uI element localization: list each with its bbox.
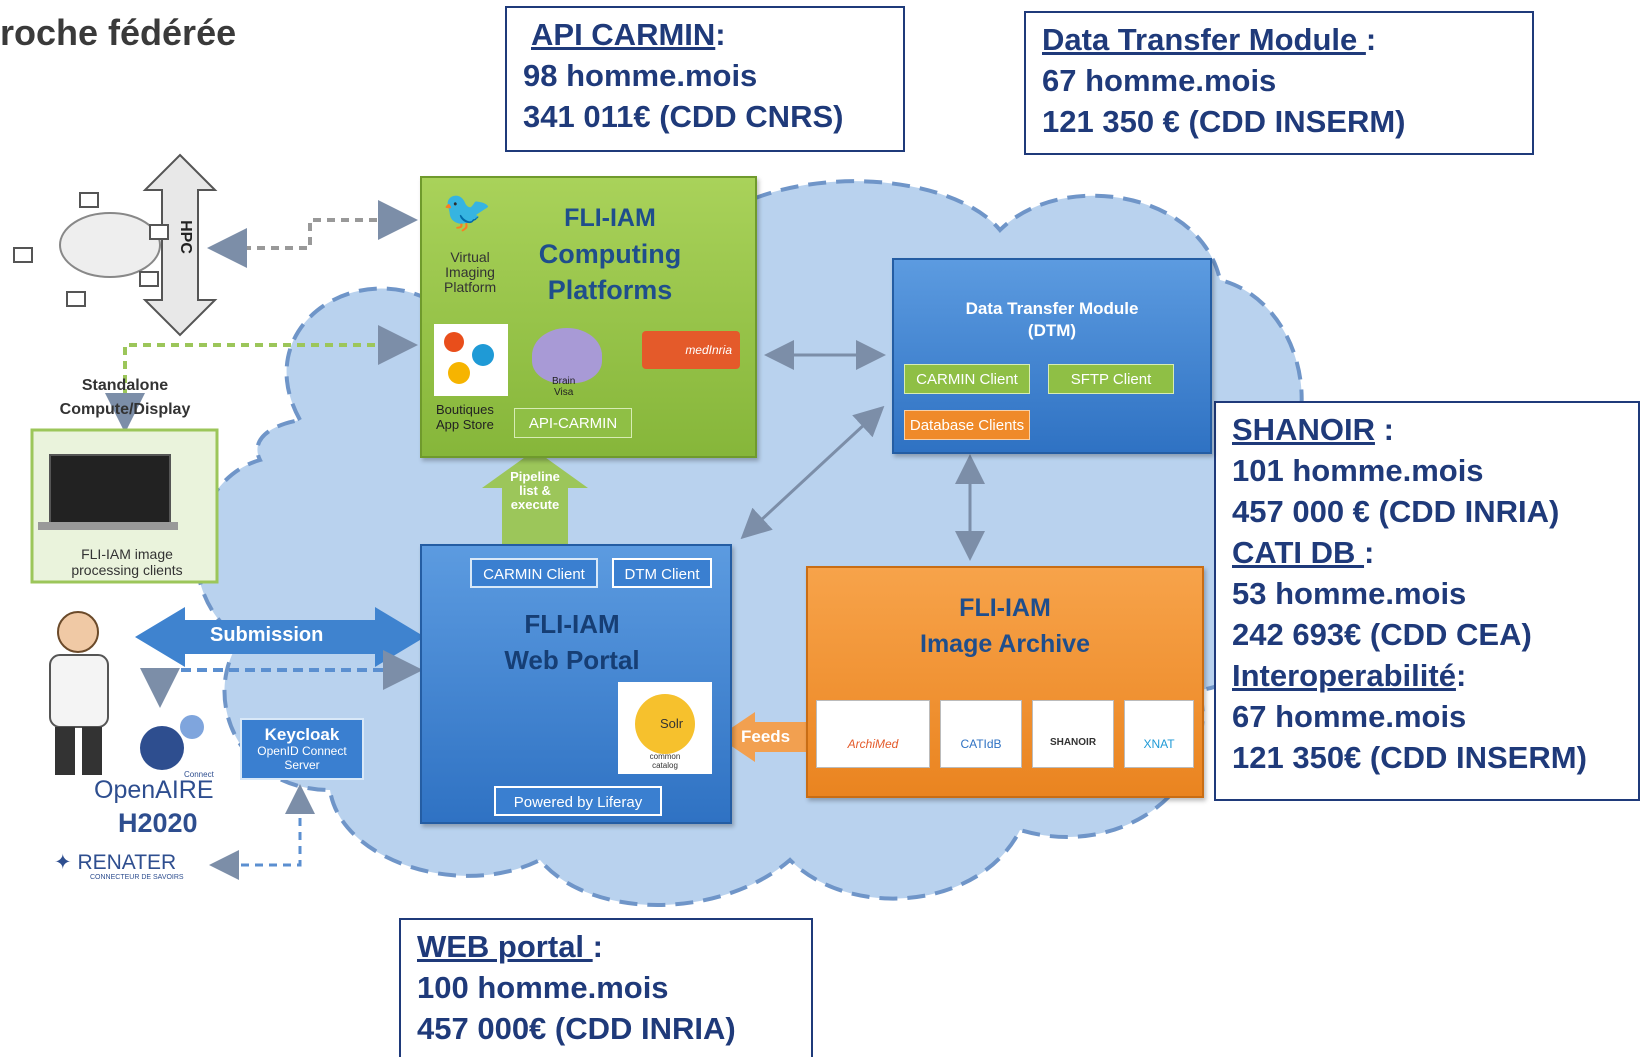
- data-transfer-effort: 67 homme.mois: [1042, 63, 1277, 98]
- data-transfer-info-box: Data Transfer Module : 67 homme.mois 121…: [1024, 11, 1534, 155]
- vip-label-2: Imaging: [445, 264, 495, 280]
- slide-title: roche fédérée: [0, 12, 237, 53]
- catidb-label: CATIdB: [960, 737, 1002, 751]
- brainvisa-label-1: Brain: [552, 376, 576, 387]
- computing-title-3: Platforms: [547, 275, 673, 305]
- solr-sub-2: catalog: [652, 761, 678, 770]
- cati-suffix: :: [1364, 535, 1375, 570]
- brainvisa-icon: [532, 328, 602, 383]
- dtm-box: Data Transfer Module (DTM) CARMIN Client…: [892, 258, 1212, 454]
- keycloak-sub-2: Server: [284, 758, 320, 772]
- hpc-label: HPC: [176, 220, 194, 254]
- web-portal-suffix: :: [592, 929, 603, 964]
- web-portal-box: CARMIN Client DTM Client FLI-IAM Web Por…: [420, 544, 732, 824]
- shanoir-cost: 457 000 € (CDD INRIA): [1232, 494, 1560, 529]
- api-carmin-info-box: API CARMIN: 98 homme.mois 341 011€ (CDD …: [505, 6, 905, 152]
- boutiques-label-1: Boutiques: [436, 402, 494, 417]
- portal-carmin-client: CARMIN Client: [470, 558, 598, 588]
- renater-sub: CONNECTEUR DE SAVOIRS: [90, 874, 184, 881]
- brainvisa-label-2: Visa: [554, 387, 574, 398]
- pipeline-label: Pipeline list & execute: [502, 470, 568, 542]
- dtm-carmin-client: CARMIN Client: [904, 364, 1030, 394]
- vip-label-1: Virtual: [450, 249, 490, 265]
- computing-platforms-box: 🐦 Virtual Imaging Platform FLI-IAM Compu…: [420, 176, 757, 458]
- cati-effort: 53 homme.mois: [1232, 576, 1467, 611]
- data-transfer-cost: 121 350 € (CDD INSERM): [1042, 104, 1406, 139]
- web-portal-cost: 457 000€ (CDD INRIA): [417, 1011, 736, 1046]
- boutiques-logo-icon: [434, 324, 508, 396]
- data-transfer-suffix: :: [1365, 22, 1377, 57]
- standalone-label-2: Compute/Display: [59, 401, 191, 418]
- clients-label-2: processing clients: [71, 562, 183, 578]
- keycloak-title: Keycloak: [264, 725, 340, 744]
- keycloak-sub-1: OpenID Connect: [257, 744, 347, 758]
- openaire-logo: OpenAIRE: [94, 776, 214, 804]
- web-portal-label: WEB portal: [417, 929, 593, 964]
- shanoir-thumb: SHANOIR: [1032, 700, 1114, 768]
- boutiques-label-2: App Store: [436, 417, 494, 432]
- keycloak-box: Keycloak OpenID Connect Server: [240, 718, 364, 780]
- medinria-logo: medInria: [642, 331, 740, 369]
- interop-effort: 67 homme.mois: [1232, 699, 1467, 734]
- pipeline-arrow: [482, 450, 588, 545]
- shanoir-cati-info-box: SHANOIR : 101 homme.mois 457 000 € (CDD …: [1214, 401, 1640, 801]
- dtm-database-clients: Database Clients: [904, 410, 1030, 440]
- shanoir-thumb-label: SHANOIR: [1049, 737, 1097, 748]
- xnat-label: XNAT: [1143, 737, 1175, 751]
- feeds-label: Feeds: [741, 727, 791, 746]
- web-portal-effort: 100 homme.mois: [417, 970, 669, 1005]
- dtm-sftp-client: SFTP Client: [1048, 364, 1174, 394]
- archive-title-1: FLI-IAM: [959, 594, 1051, 622]
- cati-label: CATI DB: [1232, 535, 1365, 570]
- portal-title-2: Web Portal: [504, 645, 640, 675]
- computing-title-2: Computing: [538, 239, 682, 269]
- feeds-arrow: [718, 712, 808, 762]
- solr-sub-1: common: [649, 752, 681, 761]
- vip-label-3: Platform: [444, 279, 497, 295]
- catidb-thumb: CATIdB: [940, 700, 1022, 768]
- shanoir-suffix: :: [1374, 412, 1394, 447]
- interop-cost: 121 350€ (CDD INSERM): [1232, 740, 1587, 775]
- dtm-title-2: (DTM): [1027, 321, 1077, 340]
- magpie-icon: 🐦: [442, 190, 492, 234]
- interop-label: Interoperabilité: [1232, 658, 1456, 693]
- powered-by-liferay: Powered by Liferay: [494, 786, 662, 816]
- data-transfer-label: Data Transfer Module: [1042, 22, 1366, 57]
- api-carmin-effort: 98 homme.mois: [523, 58, 758, 93]
- shanoir-label: SHANOIR: [1232, 412, 1375, 447]
- h2020-label: H2020: [118, 808, 198, 838]
- pipeline-label-2: list &: [519, 483, 551, 498]
- api-carmin-label: API CARMIN: [531, 17, 716, 52]
- standalone-label-1: Standalone: [81, 377, 169, 394]
- api-carmin-suffix: :: [715, 17, 726, 52]
- solr-catalog-icon: Solr common catalog: [618, 682, 712, 774]
- pipeline-label-3: execute: [510, 497, 560, 512]
- dtm-title-1: Data Transfer Module: [965, 299, 1139, 318]
- renater-icon: ✦: [54, 851, 78, 874]
- pipeline-label-1: Pipeline: [510, 469, 560, 484]
- image-archive-box: FLI-IAM Image Archive ArchiMed CATIdB SH…: [806, 566, 1204, 798]
- xnat-thumb: XNAT: [1124, 700, 1194, 768]
- cati-cost: 242 693€ (CDD CEA): [1232, 617, 1532, 652]
- shanoir-effort: 101 homme.mois: [1232, 453, 1484, 488]
- archimed-thumb: ArchiMed: [816, 700, 930, 768]
- submission-label: Submission: [210, 624, 324, 646]
- clients-label-1: FLI-IAM image: [81, 546, 173, 562]
- portal-title-1: FLI-IAM: [524, 609, 620, 639]
- archive-title-2: Image Archive: [920, 630, 1090, 658]
- web-portal-info-box: WEB portal : 100 homme.mois 457 000€ (CD…: [399, 918, 813, 1057]
- solr-label: Solr: [660, 716, 684, 731]
- renater-logo: ✦ RENATER: [54, 850, 176, 875]
- computing-title-1: FLI-IAM: [564, 204, 656, 232]
- portal-dtm-client: DTM Client: [612, 558, 712, 588]
- api-carmin-chip: API-CARMIN: [514, 408, 632, 438]
- archimed-label: ArchiMed: [847, 737, 899, 751]
- renater-label: RENATER: [77, 851, 177, 874]
- interop-suffix: :: [1455, 658, 1467, 693]
- api-carmin-cost: 341 011€ (CDD CNRS): [523, 99, 844, 134]
- openaire-sub: Connect: [184, 770, 214, 779]
